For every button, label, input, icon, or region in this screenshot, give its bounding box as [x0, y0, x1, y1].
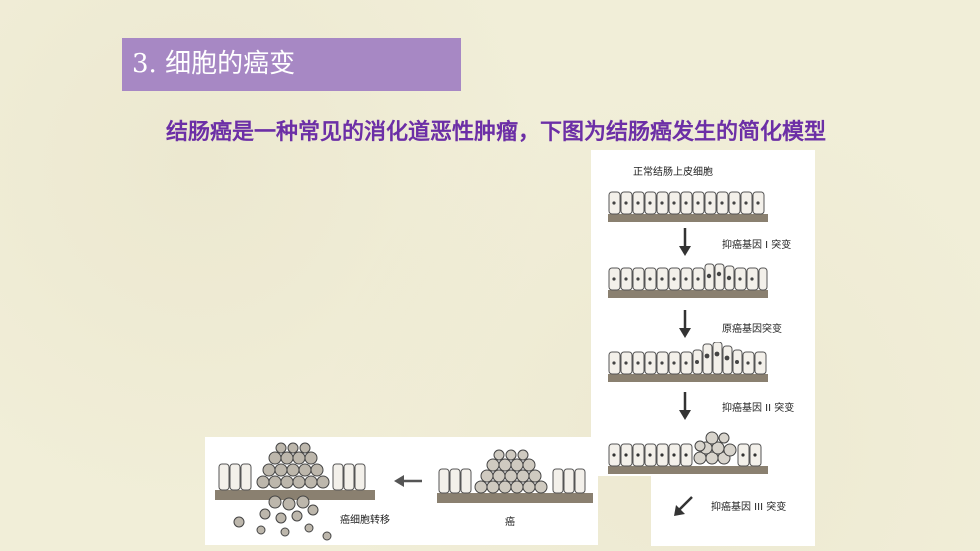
- arrow-diagonal-icon: [674, 496, 693, 516]
- arrow-down-icon-3: [679, 392, 691, 420]
- step2-label: 原癌基因突变: [722, 324, 782, 335]
- metastasis-label: 癌细胞转移: [340, 515, 390, 526]
- arrow-down-icon-2: [679, 310, 691, 338]
- step3-label: 抑癌基因 II 突变: [722, 403, 795, 414]
- normal-cells-label: 正常结肠上皮细胞: [633, 167, 713, 178]
- step2-cell-row: [608, 342, 768, 382]
- slide-title: 3. 细胞的癌变: [122, 38, 461, 91]
- normal-cell-row: [608, 191, 768, 222]
- arrow-down-icon: [679, 228, 691, 256]
- cancer-cell-row: [437, 449, 593, 503]
- step3-cell-row: [608, 431, 768, 474]
- cancer-label: 癌: [505, 517, 515, 528]
- step4-label: 抑癌基因 III 突变: [711, 502, 787, 513]
- metastasis-cell-row: [215, 442, 375, 541]
- step1-label: 抑癌基因 I 突变: [722, 240, 792, 251]
- arrow-left-icon: [394, 475, 422, 487]
- step1-cell-row: [608, 263, 768, 298]
- slide-paragraph: 结肠癌是一种常见的消化道恶性肿瘤，下图为结肠癌发生的简化模型: [166, 119, 827, 145]
